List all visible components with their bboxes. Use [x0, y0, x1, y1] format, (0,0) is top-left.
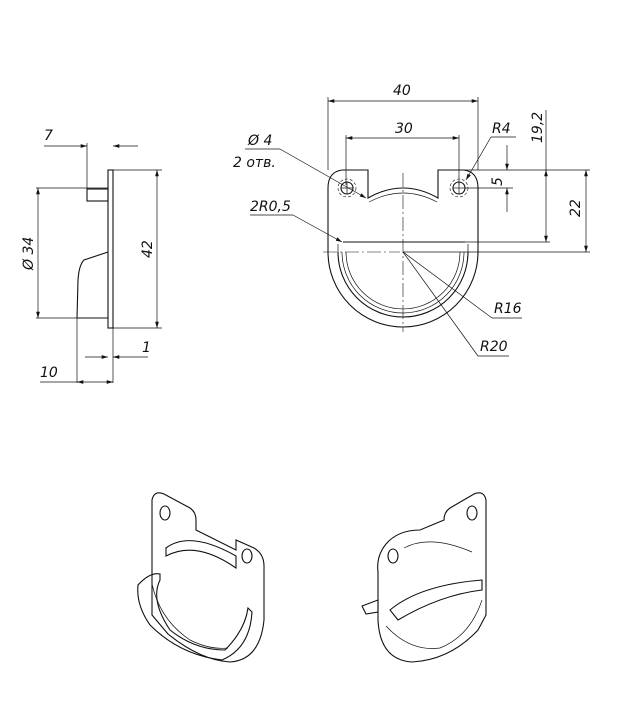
- isometric-view-front: [137, 492, 265, 663]
- dim-tab-label: 7: [44, 128, 53, 144]
- dim-hole-radius-label: R4: [492, 121, 511, 137]
- dim-inner-radius-label: R16: [494, 301, 522, 317]
- dim-height-a-label: 19,2: [530, 112, 546, 143]
- dim-fillet-label: 2R0,5: [250, 199, 291, 215]
- dim-hole-count-label: 2 отв.: [233, 155, 276, 171]
- dim-height-b-label: 22: [568, 199, 584, 217]
- dim-outer-radius-label: R20: [480, 339, 508, 355]
- dim-hole-spacing-label: 30: [395, 121, 413, 137]
- dim-depth-label: 10: [40, 365, 58, 381]
- dim-thickness-label: 1: [142, 340, 151, 356]
- side-view: 7 Ø 34 42 1 10: [21, 128, 162, 384]
- dim-height-label: 42: [140, 240, 156, 258]
- isometric-view-back: [361, 492, 487, 663]
- dim-diameter-label: Ø 34: [21, 237, 37, 271]
- dim-hole-dia-label: Ø 4: [247, 133, 272, 149]
- dim-width-label: 40: [393, 83, 411, 99]
- dim-hole-offset-label: 5: [490, 177, 506, 186]
- front-view: 40 30 R4 5 19,2 22 Ø 4 2 отв. 2R0,5 R16 …: [233, 83, 590, 357]
